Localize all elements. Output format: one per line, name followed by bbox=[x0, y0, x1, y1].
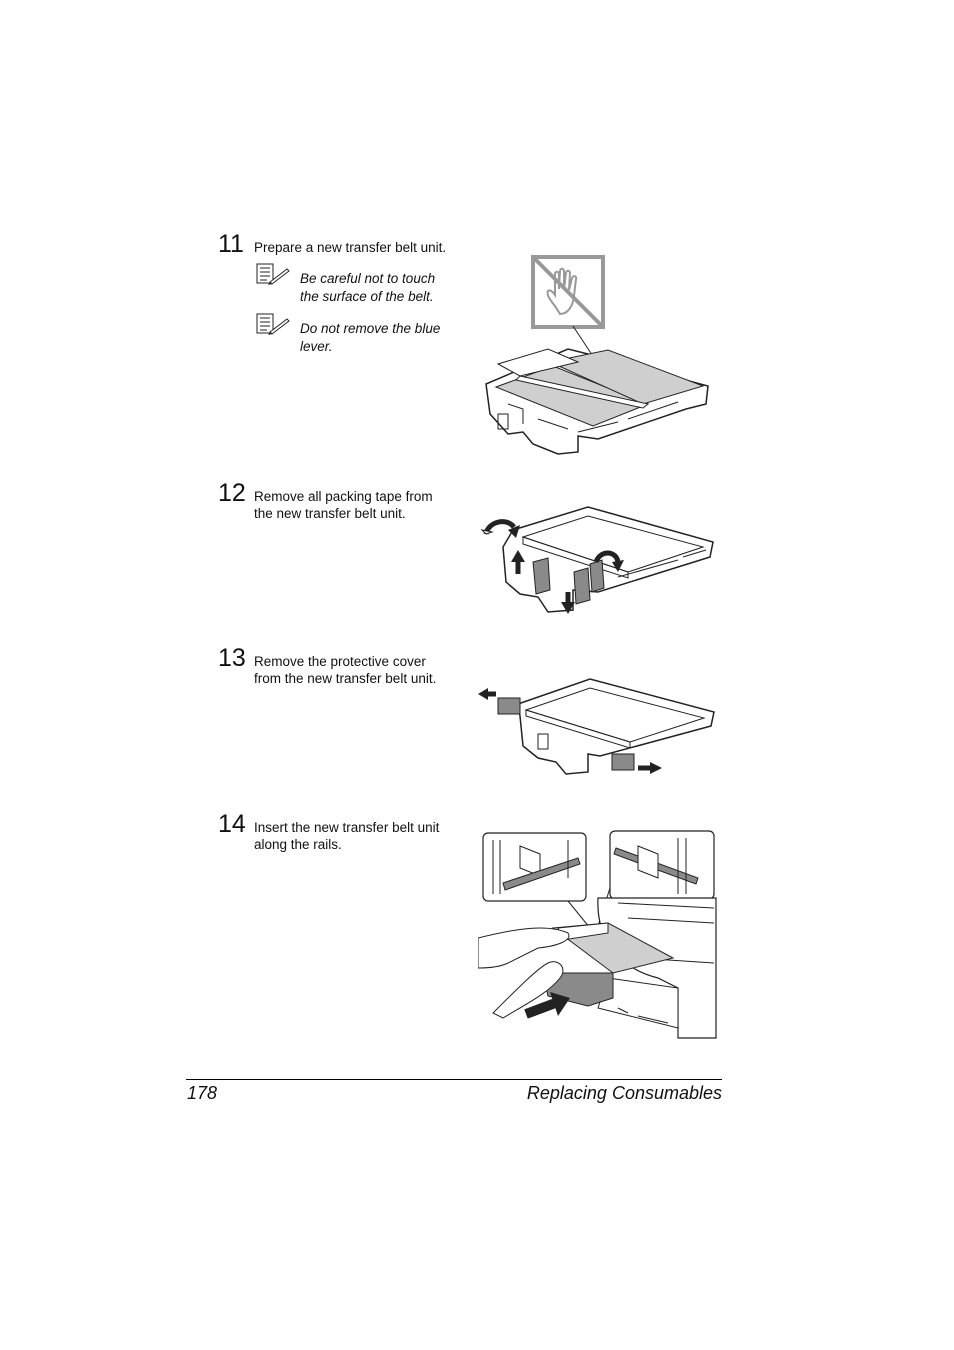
note-2-text: Do not remove the blue lever. bbox=[300, 321, 441, 354]
footer-rule bbox=[186, 1079, 722, 1080]
note-pencil-icon bbox=[256, 313, 290, 335]
step-14-number: 14 bbox=[218, 810, 246, 838]
step-12-number: 12 bbox=[218, 479, 246, 507]
page-number: 178 bbox=[187, 1083, 218, 1103]
step-13-number: 13 bbox=[218, 644, 246, 672]
note-1-text: Be careful not to touch the surface of t… bbox=[300, 271, 436, 304]
step-11-text: Prepare a new transfer belt unit. bbox=[254, 240, 447, 255]
arrow-icon bbox=[480, 519, 520, 538]
figure-remove-protective-cover bbox=[478, 674, 718, 779]
no-touch-icon bbox=[531, 255, 605, 329]
note-pencil-icon bbox=[256, 263, 290, 285]
arrow-icon bbox=[593, 550, 624, 572]
step-13-text: Remove the protective cover from the new… bbox=[254, 654, 437, 686]
figure-remove-packing-tape bbox=[478, 502, 718, 614]
figure-insert-transfer-belt bbox=[478, 828, 718, 1040]
step-14-text: Insert the new transfer belt unit along … bbox=[254, 820, 440, 852]
step-11-number: 11 bbox=[218, 230, 244, 258]
section-title: Replacing Consumables bbox=[526, 1083, 722, 1103]
figure-transfer-belt-unit bbox=[478, 254, 718, 459]
step-12-text: Remove all packing tape from the new tra… bbox=[254, 489, 433, 521]
